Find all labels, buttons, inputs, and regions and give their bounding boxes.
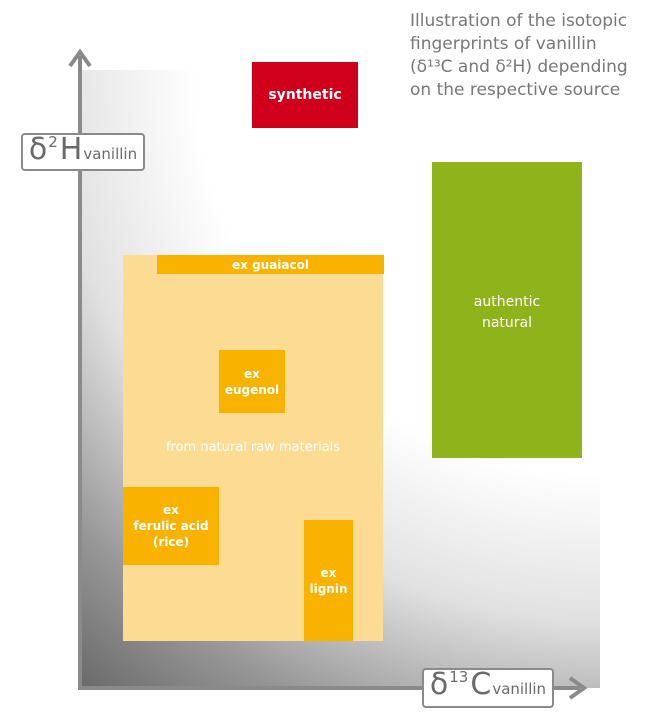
y-axis-arrowhead [68, 48, 92, 68]
y-axis-superscript: 2 [48, 133, 58, 151]
y-axis-symbol: δ [28, 132, 48, 167]
x-axis-label: δ 13 C vanillin [422, 668, 554, 708]
x-axis-superscript: 13 [449, 668, 469, 686]
ex-eugenol-label: eugenol [224, 382, 280, 397]
ex-eugenol-label: ex [244, 366, 260, 381]
ex-ferulic-acid-box: ex ferulic acid (rice) [123, 487, 219, 565]
x-axis-letter: C [470, 667, 492, 702]
synthetic-box: synthetic [252, 62, 358, 128]
x-axis-subscript: vanillin [492, 680, 547, 698]
y-axis-subscript: vanillin [83, 145, 138, 163]
natural-raw-materials-label: from natural raw materials [123, 437, 383, 457]
authentic-natural-box: authentic natural [432, 162, 582, 458]
natural-raw-materials-text: from natural raw materials [165, 439, 341, 455]
ex-ferulic-acid-label: ex [163, 503, 179, 517]
authentic-natural-label: natural [481, 315, 533, 331]
title-line: fingerprints of vanillin [410, 34, 597, 54]
x-axis-arrowhead [568, 676, 588, 700]
ex-lignin-box: ex lignin [304, 520, 353, 641]
title-line: on the respective source [410, 80, 621, 100]
synthetic-label: synthetic [268, 87, 342, 103]
y-axis-label: δ 2 H vanillin [21, 133, 145, 171]
ex-eugenol-box: ex eugenol [219, 350, 285, 413]
ex-ferulic-acid-label: ferulic acid [133, 519, 209, 533]
ex-guaiacol-box: ex guaiacol [157, 255, 384, 274]
title-line: Illustration of the isotopic [410, 11, 628, 31]
diagram-title: Illustration of the isotopic fingerprint… [410, 10, 650, 102]
y-axis-letter: H [59, 132, 83, 167]
ex-ferulic-acid-label: (rice) [152, 535, 190, 549]
authentic-natural-label: authentic [473, 294, 541, 310]
title-line: (δ¹³C and δ²H) depending [410, 57, 628, 77]
ex-lignin-label: lignin [309, 581, 348, 596]
ex-lignin-label: ex [320, 565, 337, 580]
x-axis-symbol: δ [429, 667, 449, 702]
ex-guaiacol-label: ex guaiacol [232, 257, 309, 272]
